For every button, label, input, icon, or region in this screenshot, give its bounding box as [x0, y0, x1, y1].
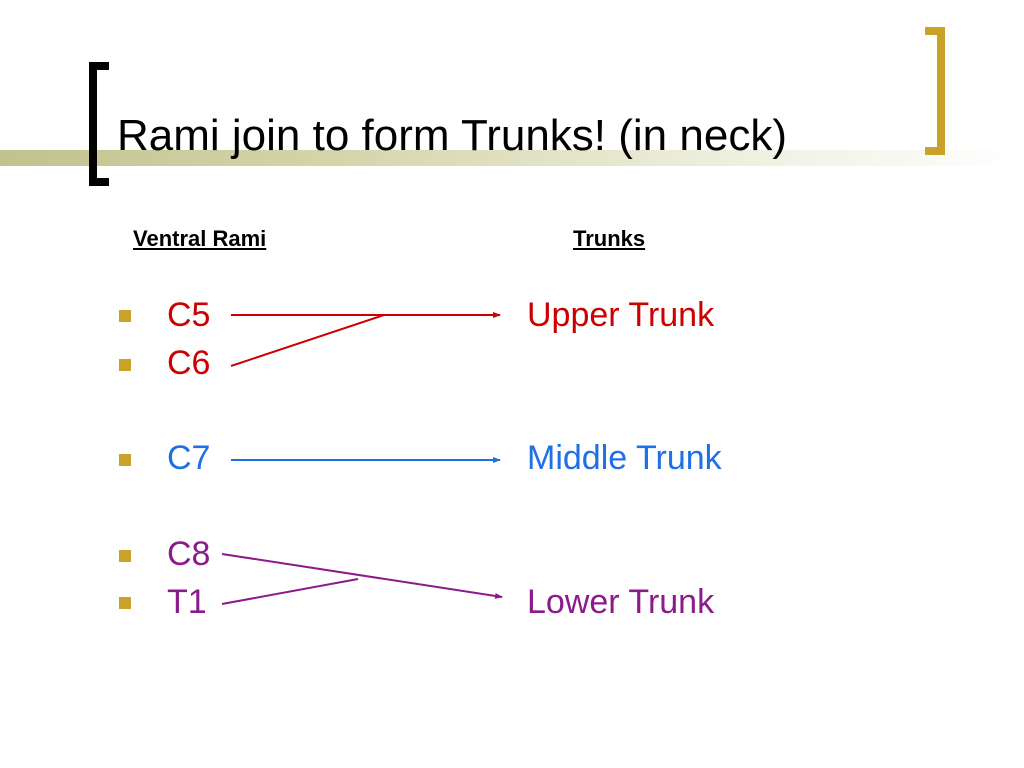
trunk-lower: Lower Trunk — [527, 583, 715, 621]
right-bracket-decoration — [925, 27, 945, 155]
ramus-c6: C6 — [167, 344, 211, 382]
ramus-c8: C8 — [167, 535, 211, 573]
line-c6-join — [230, 314, 385, 367]
ramus-c5: C5 — [167, 296, 211, 334]
trunk-upper: Upper Trunk — [527, 296, 715, 334]
header-trunks: Trunks — [573, 226, 646, 251]
ramus-c7: C7 — [167, 439, 211, 477]
slide-title: Rami join to form Trunks! (in neck) — [117, 111, 787, 160]
bullet-square-icon — [119, 454, 131, 466]
bullet-square-icon — [119, 550, 131, 562]
arrow-c8-to-lower-trunk — [221, 553, 503, 599]
trunk-middle: Middle Trunk — [527, 439, 722, 477]
bullet-square-icon — [119, 359, 131, 371]
line-t1-join — [221, 578, 359, 605]
bullet-square-icon — [119, 597, 131, 609]
left-bracket-decoration — [89, 62, 109, 186]
title-accent-band — [0, 150, 1024, 166]
bullet-square-icon — [119, 310, 131, 322]
header-ventral-rami: Ventral Rami — [133, 226, 267, 251]
ramus-t1: T1 — [167, 583, 207, 621]
